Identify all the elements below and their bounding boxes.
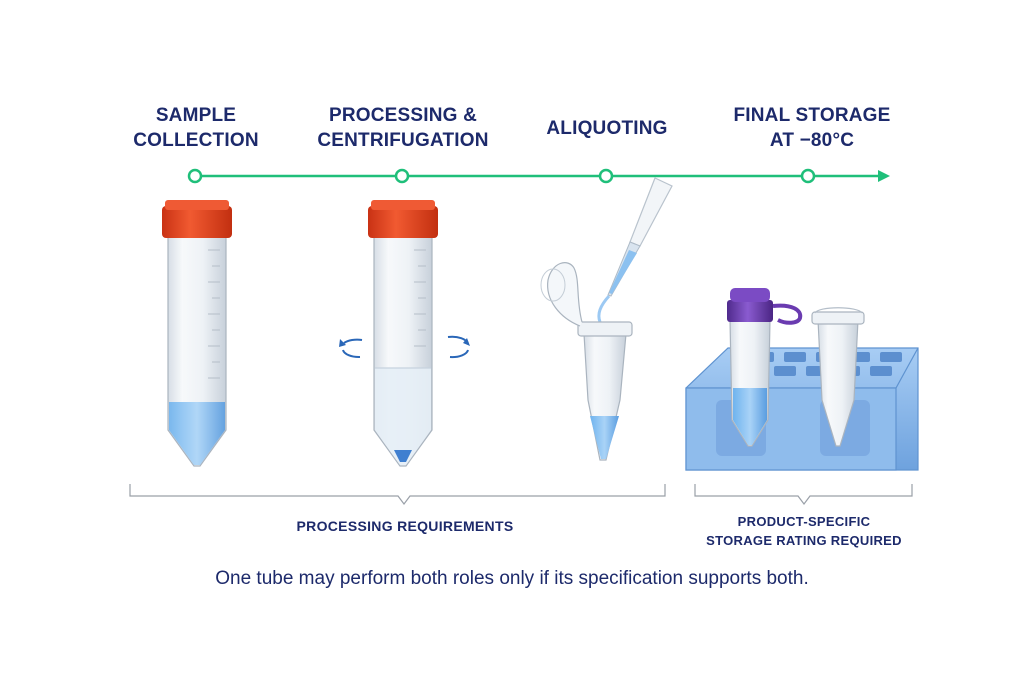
stage-label-line1: ALIQUOTING [546,118,668,139]
tube-graduations [208,249,220,379]
stage-label-line2: AT −80°C [769,130,855,151]
microcentrifuge-tube-aliquot [540,262,633,461]
bracket-storage-rating [694,484,913,505]
orange-cap-top [165,200,229,210]
stage-label-line2: CENTRIFUGATION [317,130,489,151]
stage-label-line1: PROCESSING & [328,105,478,126]
tube-rim [811,311,865,325]
rotation-arrow-right-icon [447,335,470,359]
tube-rim [577,321,633,337]
tube-lid [814,307,863,314]
stage-label-aliquoting: ALIQUOTING [497,116,717,141]
orange-cap [162,206,232,238]
bracket-label-storage-line2: STORAGE RATING REQUIRED [706,533,902,548]
purple-cap-top [730,288,770,302]
bracket-label-storage-line1: PRODUCT-SPECIFIC [737,514,871,529]
tube-supernatant [375,368,431,465]
conical-tube-sample [162,200,232,467]
stage-label-line1: FINAL STORAGE [733,105,891,126]
cryovial-tube [727,288,803,447]
timeline [187,168,890,184]
stage-label-line2: COLLECTION [133,130,259,151]
storage-rack [685,347,919,471]
tube-lid-inner [540,268,566,302]
timeline-node-sample-collection [187,168,203,184]
stage-label-line1: SAMPLE [155,105,237,126]
purple-cap-strap [772,303,803,325]
bracket-label-processing: PROCESSING REQUIREMENTS [296,518,514,534]
tube-pellet [394,450,412,462]
timeline-node-processing [394,168,410,184]
pipette-icon [597,177,673,323]
timeline-node-final-storage [800,168,816,184]
timeline-node-aliquoting [598,168,614,184]
bracket-label-storage: PRODUCT-SPECIFIC STORAGE RATING REQUIRED [684,512,924,550]
tube-lid-open [547,262,583,327]
orange-cap [368,206,438,238]
stage-label-processing: PROCESSING & CENTRIFUGATION [293,103,513,153]
stage-label-sample-collection: SAMPLE COLLECTION [86,103,306,153]
tube-liquid [590,416,619,459]
tube-graduations [414,249,426,347]
timeline-arrowhead [878,170,890,182]
footer-note: One tube may perform both roles only if … [215,568,809,589]
rotation-arrow-left-icon [339,338,363,359]
bracket-processing-requirements [129,484,666,505]
stage-label-final-storage: FINAL STORAGE AT −80°C [702,103,922,153]
conical-tube-centrifuged [368,200,438,467]
tube-liquid [733,388,767,445]
tube-liquid [169,402,225,465]
purple-cap [727,300,773,322]
microcentrifuge-tube-storage [811,307,865,447]
orange-cap-top [371,200,435,210]
